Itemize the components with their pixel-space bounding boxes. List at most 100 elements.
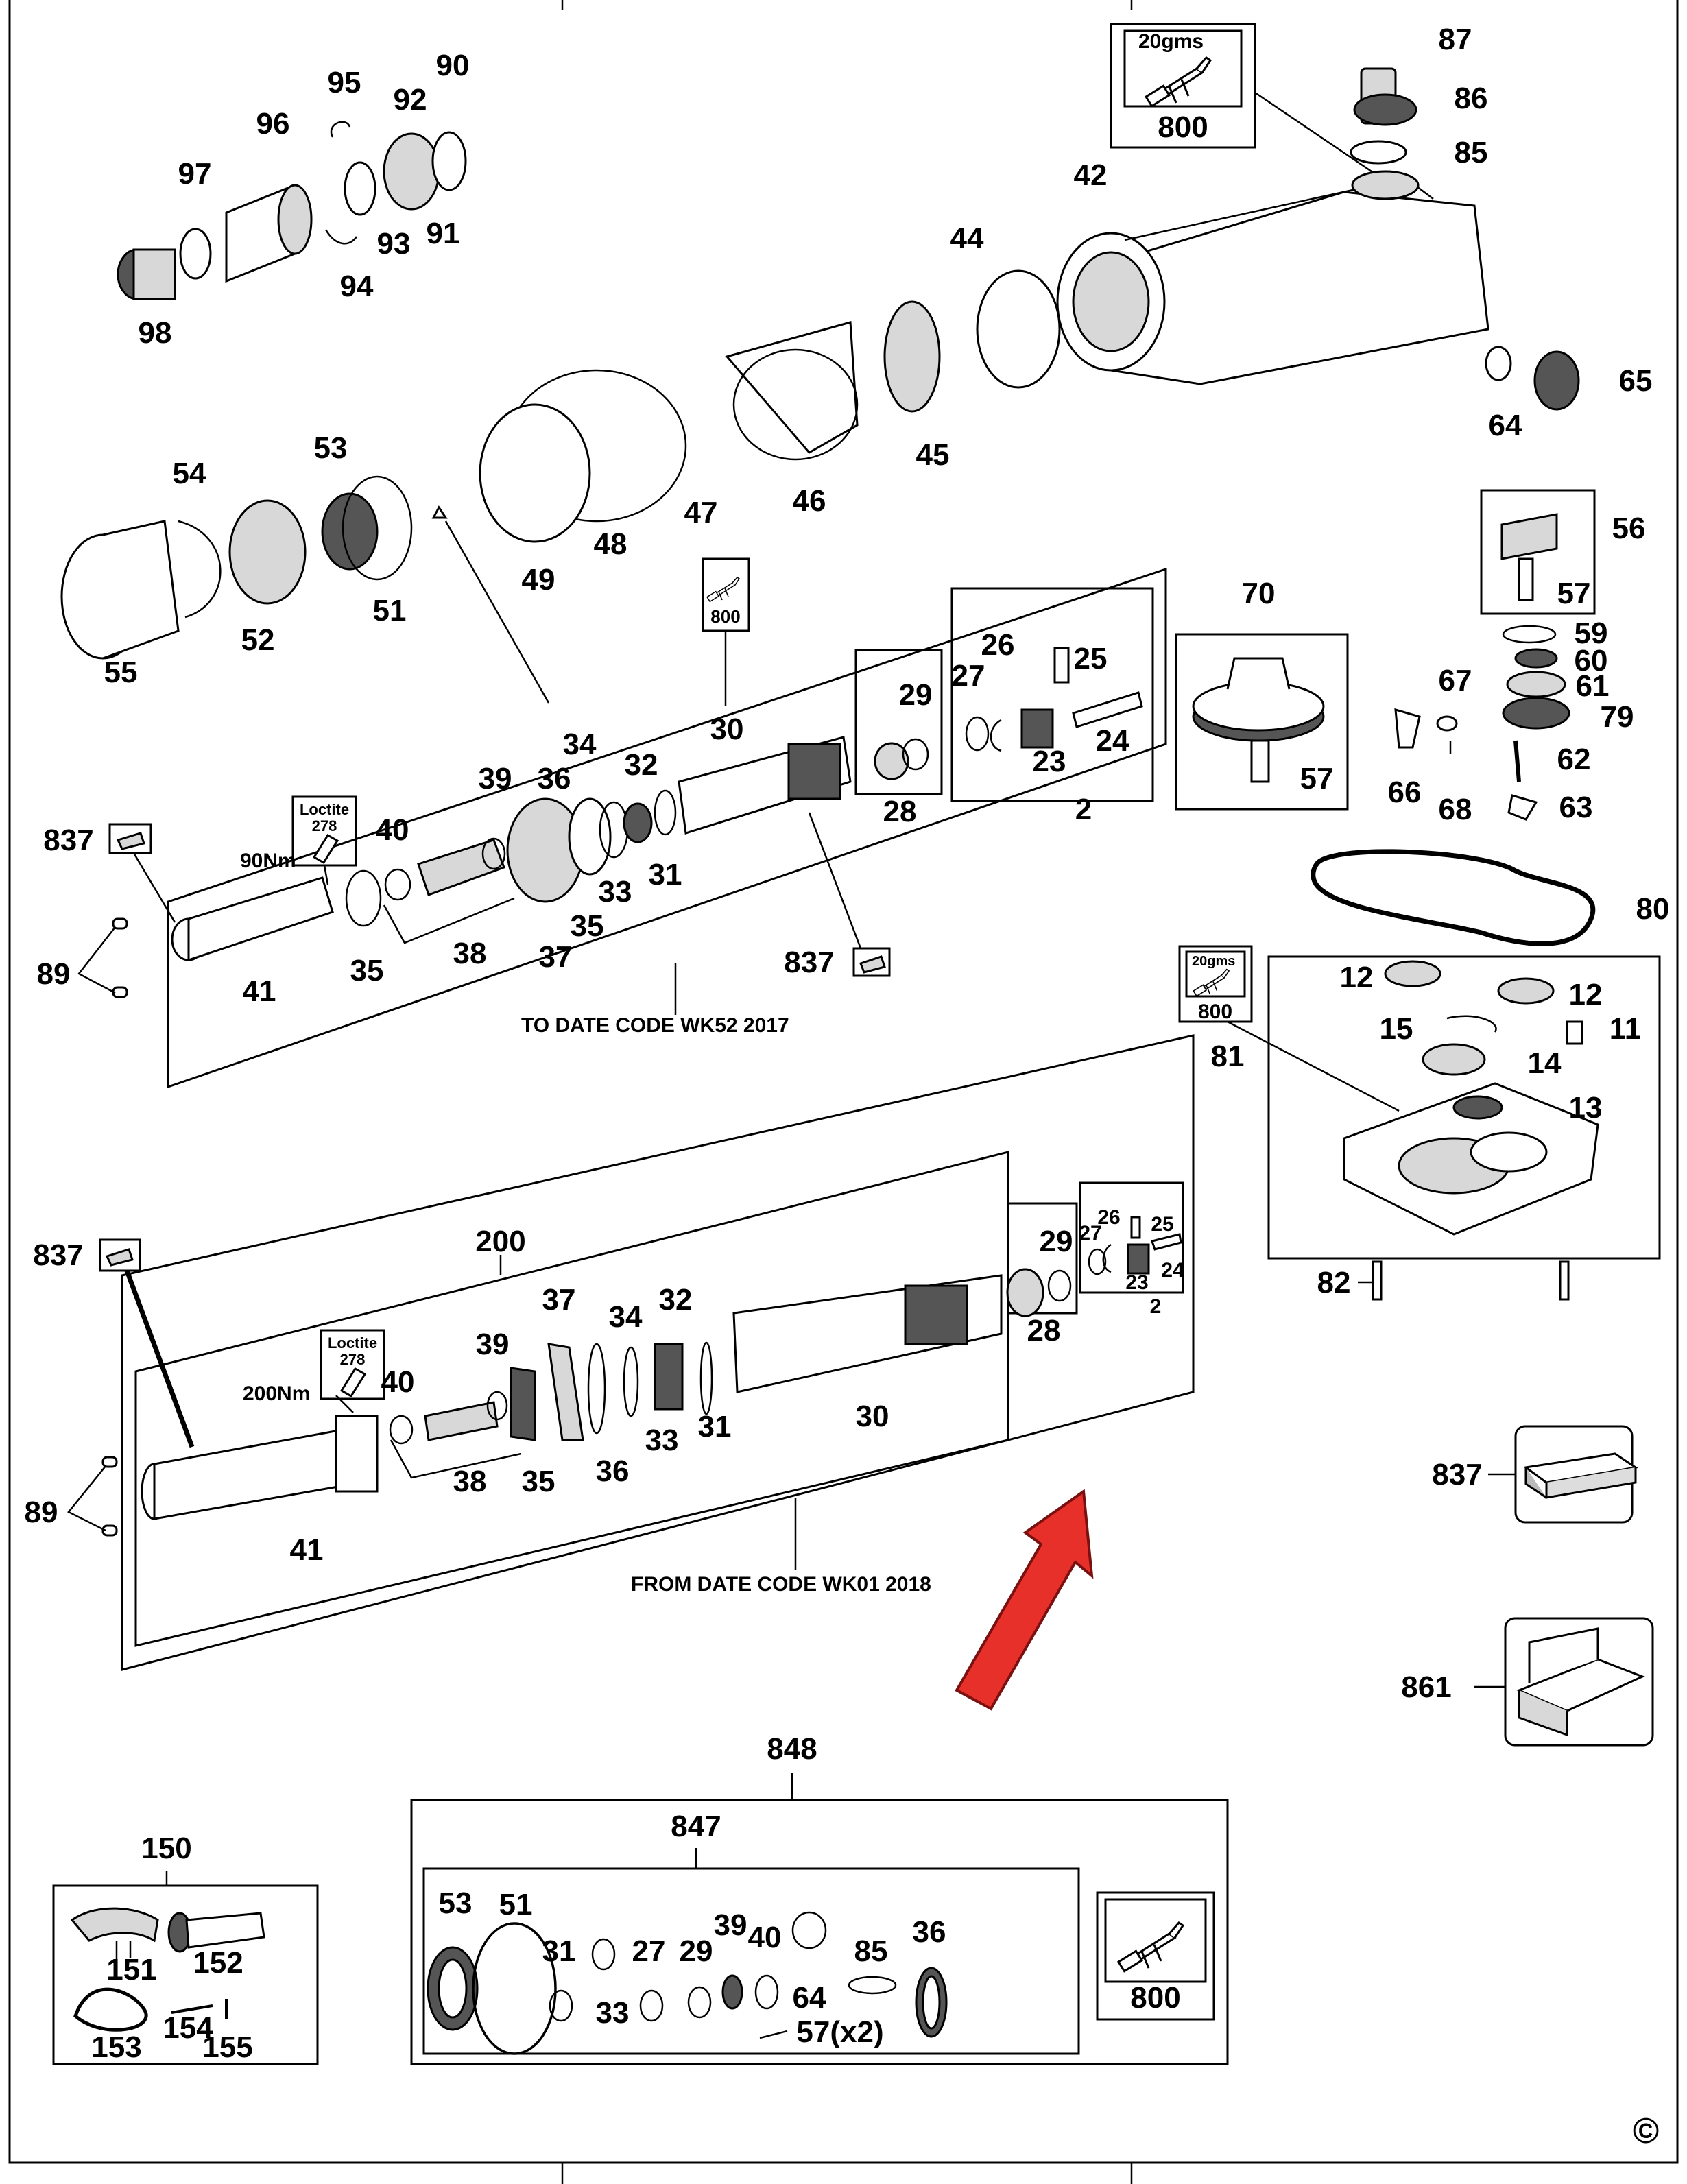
label-42: 42: [1074, 158, 1108, 192]
lower-outer-box: [121, 1034, 1195, 1671]
lower-box-28-29: [1007, 1202, 1078, 1315]
upper-label-23: 23: [1033, 745, 1066, 778]
grease-badge-top: 20gms 800: [1110, 23, 1372, 173]
lower-label-29: 29: [1040, 1225, 1073, 1258]
grease-gun-icon: [706, 577, 740, 603]
grease-gun-icon: [1145, 56, 1212, 108]
label-87: 87: [1439, 23, 1472, 56]
upper-label-89: 89: [37, 957, 71, 991]
label-47: 47: [684, 496, 718, 529]
label-49: 49: [522, 563, 555, 597]
box-28-29: [854, 649, 943, 795]
upper-label-2: 2: [1075, 793, 1092, 826]
svg-text:800: 800: [1130, 1981, 1180, 2015]
lower-label-40: 40: [381, 1365, 415, 1399]
label-86: 86: [1455, 82, 1488, 115]
lower-label-24: 24: [1161, 1259, 1184, 1282]
upper-label-36: 36: [538, 762, 571, 795]
upper-grease-badge: 800: [702, 557, 750, 706]
svg-text:800: 800: [710, 606, 740, 627]
label-82: 82: [1317, 1266, 1351, 1299]
kit-label-40: 40: [748, 1921, 782, 1954]
label-52: 52: [241, 623, 275, 657]
label-85: 85: [1455, 136, 1488, 169]
label-51: 51: [373, 594, 407, 627]
label-95: 95: [328, 66, 361, 99]
upper-label-34: 34: [563, 728, 597, 761]
kit-label-29: 29: [680, 1934, 713, 1968]
lower-label-26: 26: [1097, 1206, 1120, 1229]
handle-label-150: 150: [141, 1832, 191, 1865]
upper-label-32: 32: [625, 748, 658, 782]
upper-label-837-a: 837: [43, 824, 93, 857]
upper-kit-box: [167, 567, 1167, 1089]
label-96: 96: [256, 107, 290, 141]
grease-gun-icon: [1117, 1921, 1184, 1973]
grease-badge-81: 20gms 800: [1178, 945, 1400, 1112]
upper-label-837-b: 837: [784, 946, 834, 979]
clip-837-lower: [99, 1238, 195, 1448]
upper-label-33: 33: [599, 875, 632, 909]
label-64: 64: [1489, 409, 1522, 442]
lower-label-27: 27: [1079, 1222, 1101, 1245]
label-44: 44: [950, 221, 984, 255]
lower-label-30: 30: [856, 1400, 889, 1433]
lower-loctite-badge: Loctite 278: [320, 1329, 385, 1400]
handle-label-154: 154: [163, 2011, 213, 2045]
loctite-bottle-icon: [339, 1367, 367, 1398]
label-45: 45: [916, 438, 950, 472]
kit-label-31: 31: [542, 1934, 576, 1968]
label-81: 81: [1211, 1040, 1245, 1073]
lower-label-34: 34: [609, 1300, 643, 1334]
nose-assembly: [117, 121, 467, 300]
kit-847-box: [422, 1867, 1080, 2055]
lower-label-32: 32: [659, 1283, 693, 1317]
upper-label-37: 37: [539, 940, 573, 974]
lower-label-837: 837: [33, 1238, 83, 1272]
kit-label-36: 36: [913, 1915, 946, 1949]
lower-label-25: 25: [1151, 1213, 1173, 1236]
clip-837-side: [1488, 1425, 1637, 1524]
badge-weight: 20gms: [1138, 30, 1204, 53]
upper-label-38: 38: [453, 937, 487, 970]
upper-label-40: 40: [376, 813, 409, 847]
lower-label-2: 2: [1150, 1295, 1162, 1318]
svg-text:20gms: 20gms: [1192, 954, 1235, 969]
upper-label-28: 28: [883, 795, 917, 828]
label-12-left: 12: [1340, 961, 1374, 994]
label-68: 68: [1439, 793, 1472, 826]
handle-label-151: 151: [106, 1953, 156, 1987]
grease-pack-icon: [1524, 1452, 1637, 1499]
handle-label-153: 153: [91, 2030, 141, 2064]
lower-torque: 200Nm: [243, 1382, 310, 1405]
badge-code: 800: [1158, 110, 1208, 144]
label-54: 54: [173, 457, 206, 490]
kit-label-847: 847: [671, 1810, 721, 1843]
lower-label-35: 35: [522, 1465, 555, 1498]
label-70: 70: [1242, 577, 1276, 610]
upper-label-39: 39: [479, 762, 512, 795]
handle-label-152: 152: [193, 1946, 243, 1980]
upper-label-31: 31: [649, 858, 682, 891]
svg-text:278: 278: [312, 817, 337, 835]
kit-label-51: 51: [499, 1888, 533, 1921]
lower-label-37: 37: [542, 1283, 576, 1317]
upper-label-29: 29: [899, 678, 933, 712]
upper-label-25: 25: [1074, 642, 1108, 675]
box-56: [1480, 489, 1596, 615]
lower-spindle: [141, 1216, 1182, 1520]
svg-text:278: 278: [340, 1351, 366, 1368]
clip-837-upper-a: [108, 823, 176, 923]
side-handle: [70, 1907, 265, 2032]
label-14: 14: [1528, 1046, 1562, 1080]
upper-label-27: 27: [952, 659, 985, 693]
lower-label-23: 23: [1125, 1271, 1148, 1294]
highlight-arrow: [955, 1489, 1094, 1711]
kit-parts: [427, 1911, 948, 2055]
label-57-gear: 57: [1300, 762, 1334, 795]
handle-label-155: 155: [202, 2030, 252, 2064]
label-98: 98: [139, 316, 172, 350]
lower-kit-200: [134, 1151, 1009, 1647]
label-53: 53: [314, 431, 348, 465]
